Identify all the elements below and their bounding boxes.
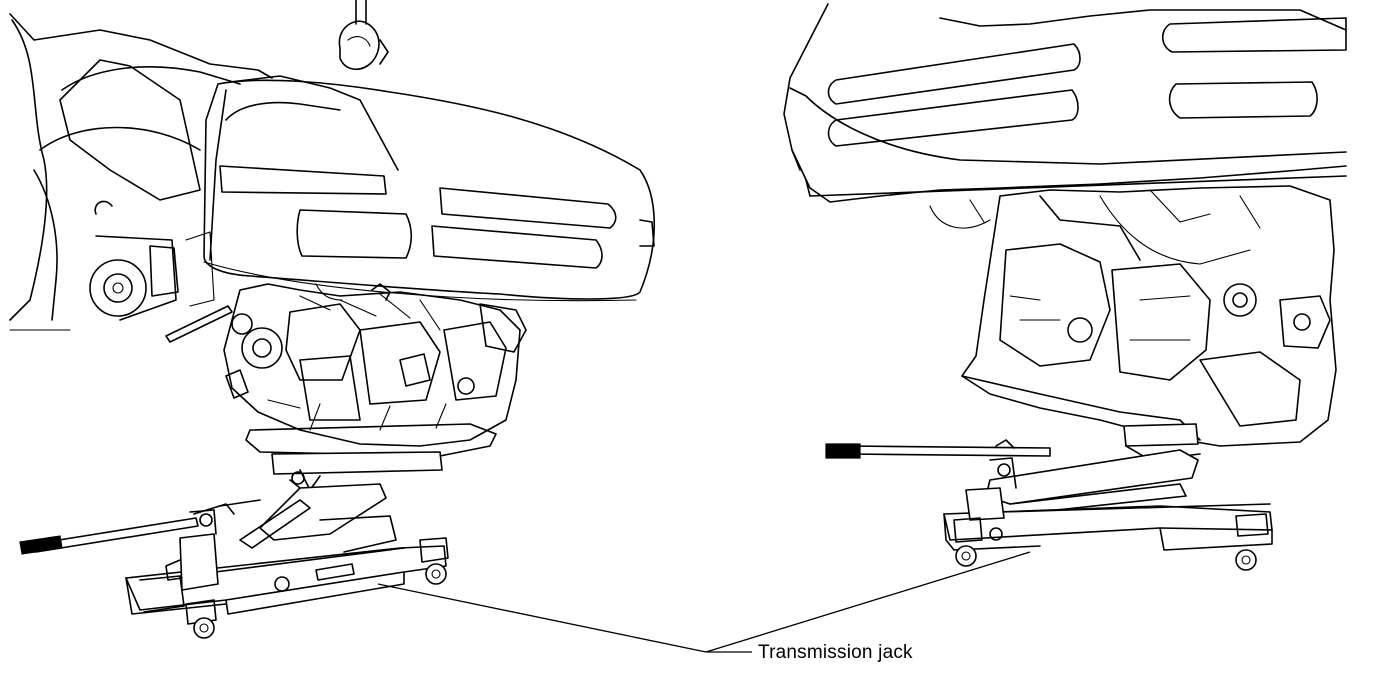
right-view (783, 3, 1347, 571)
right-transmission-assembly (929, 185, 1337, 447)
right-jack-rear-wheel (1235, 513, 1269, 571)
left-transmission-assembly (223, 283, 527, 447)
left-jack-front-wheel (185, 599, 217, 639)
left-body-panel (203, 75, 656, 302)
callout-line-right (705, 551, 1031, 653)
right-transmission-jack (825, 439, 1273, 571)
left-fender (9, 13, 273, 331)
left-jack-rear-wheel (419, 537, 449, 585)
right-jack-saddle (1123, 423, 1201, 461)
right-body-panel (783, 3, 1347, 203)
hoist-hook (338, 0, 389, 70)
callout-label-transmission-jack: Transmission jack (758, 642, 913, 663)
callout-leader (377, 551, 1031, 653)
right-jack-front-wheel (953, 517, 983, 567)
left-hub-assembly (89, 200, 233, 343)
callout-line-left (377, 583, 707, 653)
left-view (9, 0, 656, 639)
left-transmission-jack (19, 483, 449, 639)
left-jack-saddle (245, 423, 497, 513)
